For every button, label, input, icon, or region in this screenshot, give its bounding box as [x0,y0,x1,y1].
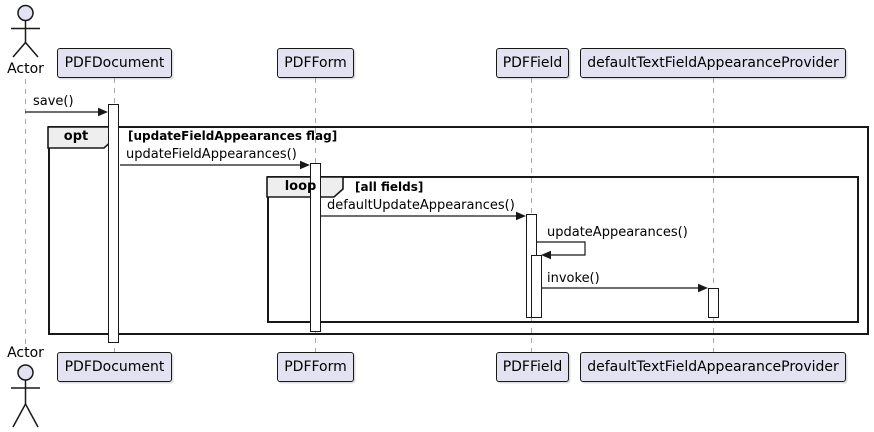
message-label-default-update-appearances: defaultUpdateAppearances() [327,198,515,213]
activation-provider [708,288,719,318]
arrowhead-update-field-appearances [300,160,310,170]
actor-label-top: Actor [7,61,44,77]
opt-operator-label: opt [63,129,89,144]
activation-pdfdocument [108,104,119,343]
participant-provider-bottom: defaultTextFieldAppearanceProvider [580,352,846,382]
activation-pdffield-nested [531,255,542,318]
message-label-update-field-appearances: updateFieldAppearances() [126,147,297,162]
arrowhead-self-update-appearances [541,250,551,260]
loop-operator-label: loop [284,179,317,194]
participant-pdfdocument-bottom: PDFDocument [57,352,172,382]
message-label-update-appearances: updateAppearances() [547,225,688,240]
participant-provider-top: defaultTextFieldAppearanceProvider [580,48,846,78]
arrowhead-save [98,107,108,117]
arrowhead-default-update-appearances [516,211,526,221]
fragment-opt [48,126,869,335]
actor-label-bottom: Actor [7,345,44,361]
participant-pdffield-bottom: PDFField [496,352,569,382]
message-label-invoke: invoke() [547,271,600,286]
loop-guard-label: [all fields] [355,180,424,194]
loop-pentagon [266,176,344,198]
message-label-save: save() [33,94,74,109]
arrowhead-invoke [698,283,708,293]
fragment-loop [267,176,859,323]
participant-pdfform-bottom: PDFForm [277,352,354,382]
opt-guard-label: [updateFieldAppearances flag] [128,129,338,143]
arrow-self-update-appearances [537,241,586,256]
participant-pdfdocument-top: PDFDocument [57,48,172,78]
participant-pdfform-top: PDFForm [277,48,354,78]
activation-pdfform [310,163,321,332]
actor-figure-top [11,4,40,58]
actor-figure-bottom [11,364,40,428]
participant-pdffield-top: PDFField [496,48,569,78]
lifelines [25,78,714,352]
